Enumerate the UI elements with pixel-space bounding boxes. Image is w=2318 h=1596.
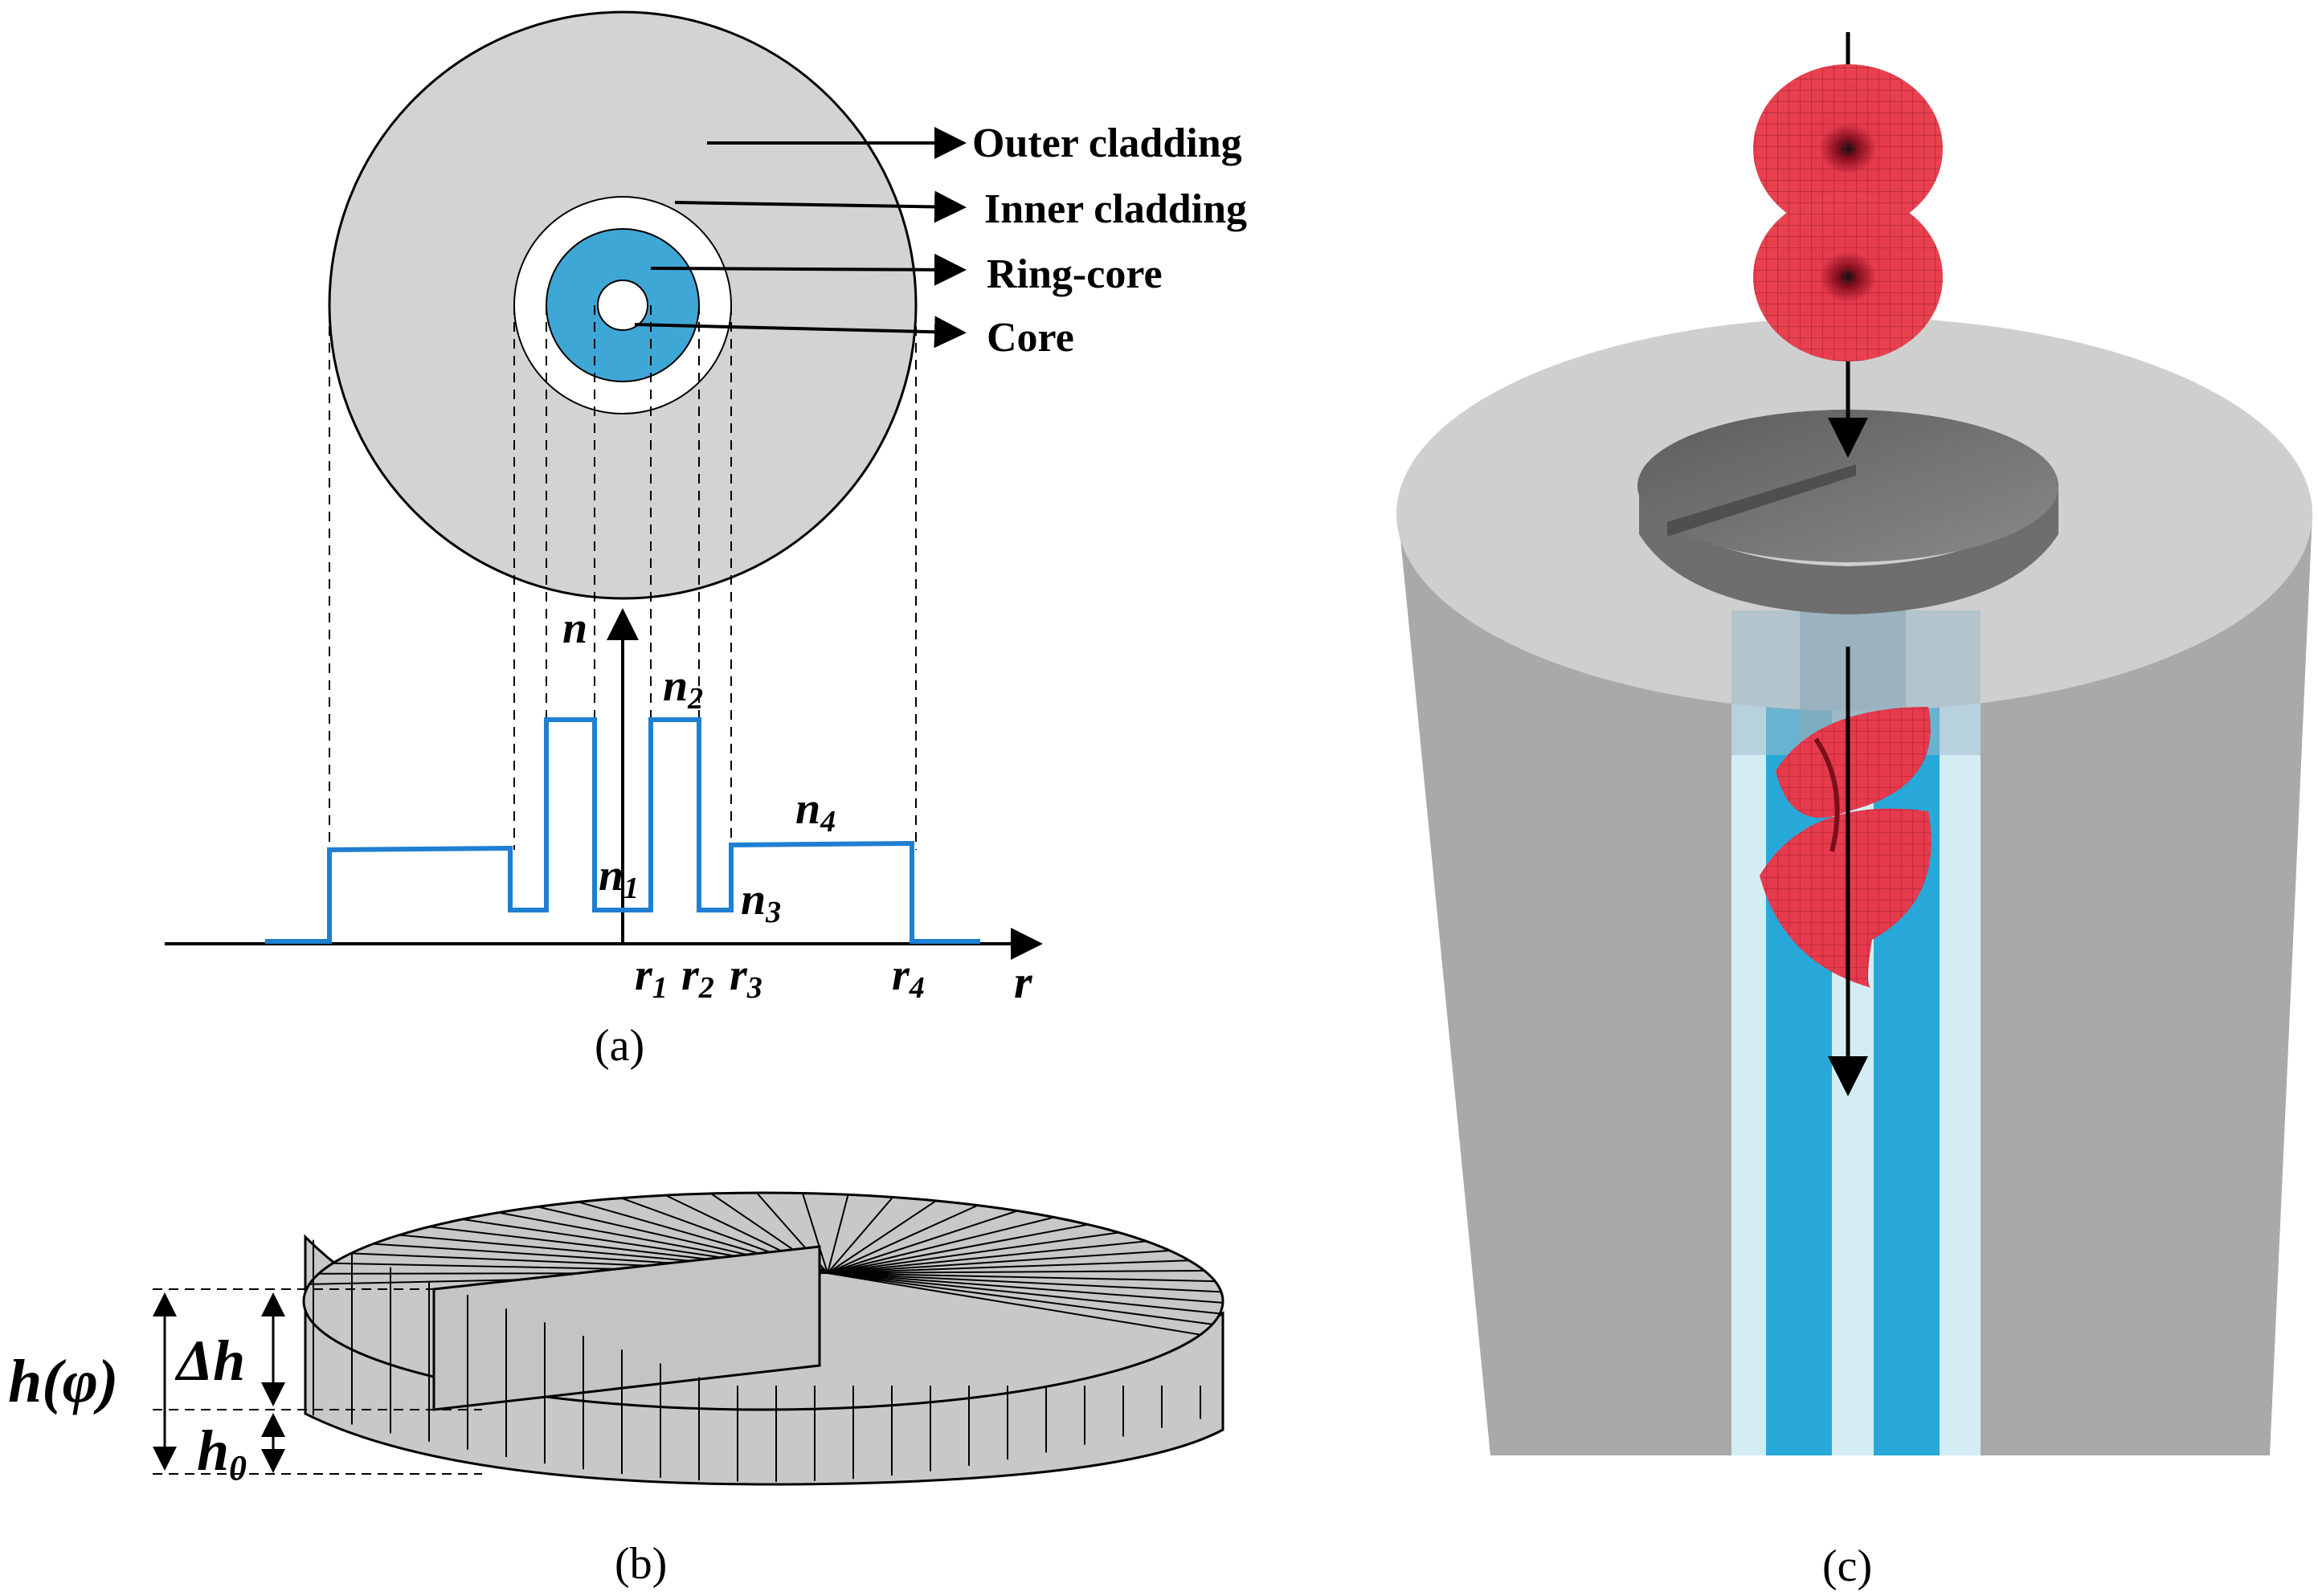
ring-core-arrow xyxy=(650,253,967,286)
dimension-lines xyxy=(153,1288,482,1475)
r3-label: r3 xyxy=(730,950,762,1005)
inner-cladding-arrow xyxy=(674,190,967,223)
n2-label: n2 xyxy=(663,661,703,716)
spiral-plate-3d-top xyxy=(1637,410,2058,562)
index-profile xyxy=(265,717,980,944)
projection-lines xyxy=(329,305,917,850)
output-helical-wavefront xyxy=(1760,707,1932,988)
core-disc xyxy=(597,280,648,331)
spiral-plate-3d-side xyxy=(1639,482,2058,614)
wall-segment-lines xyxy=(313,1239,1201,1482)
core-label: Core xyxy=(987,315,1074,361)
panel-b: h(φ) Δh h0 (b) xyxy=(8,1191,1224,1589)
r4-label: r4 xyxy=(892,950,925,1005)
n-axis-label: n xyxy=(562,603,587,653)
ring-core-label: Ring-core xyxy=(987,251,1163,297)
panel-a: Outer cladding Inner cladding Ring-core … xyxy=(165,10,1247,1071)
outer-cladding-label: Outer cladding xyxy=(972,120,1242,166)
caption-a: (a) xyxy=(595,1021,644,1071)
caption-b: (b) xyxy=(615,1539,667,1589)
n4-label: n4 xyxy=(795,784,836,839)
n1-label: n1 xyxy=(599,851,639,905)
caption-c: (c) xyxy=(1822,1541,1872,1591)
r1-label: r1 xyxy=(635,950,668,1005)
r2-label: r2 xyxy=(681,950,714,1005)
n3-label: n3 xyxy=(741,875,781,929)
spiral-plate-3d-step xyxy=(1667,464,1856,537)
h0-label: h0 xyxy=(197,1418,247,1488)
r-axis-label: r xyxy=(1014,956,1032,1008)
input-wavefront xyxy=(1753,64,1943,361)
core-arrow xyxy=(634,316,967,349)
spiral-step-face xyxy=(432,1245,821,1411)
inner-cladding-label: Inner cladding xyxy=(984,186,1247,232)
delta-h-label: Δh xyxy=(174,1329,245,1393)
h-phi-label: h(φ) xyxy=(8,1348,118,1415)
panel-c: (c) xyxy=(1396,32,2312,1591)
